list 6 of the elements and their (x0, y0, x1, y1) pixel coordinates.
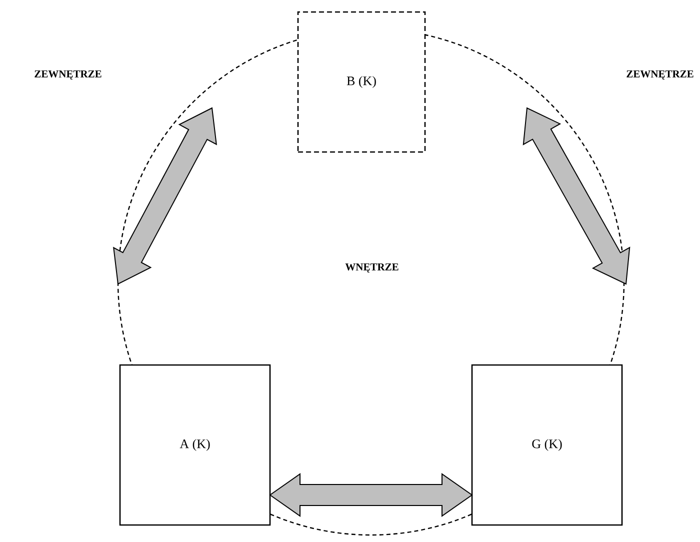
region-label: ZEWNĘTRZE (626, 70, 694, 80)
process-box: A (K) (119, 364, 271, 526)
region-label: ZEWNĘTRZE (34, 70, 102, 80)
process-box: G (K) (471, 364, 623, 526)
region-label: WNĘTRZE (345, 263, 398, 273)
dashed-box: B (K) (297, 11, 426, 153)
